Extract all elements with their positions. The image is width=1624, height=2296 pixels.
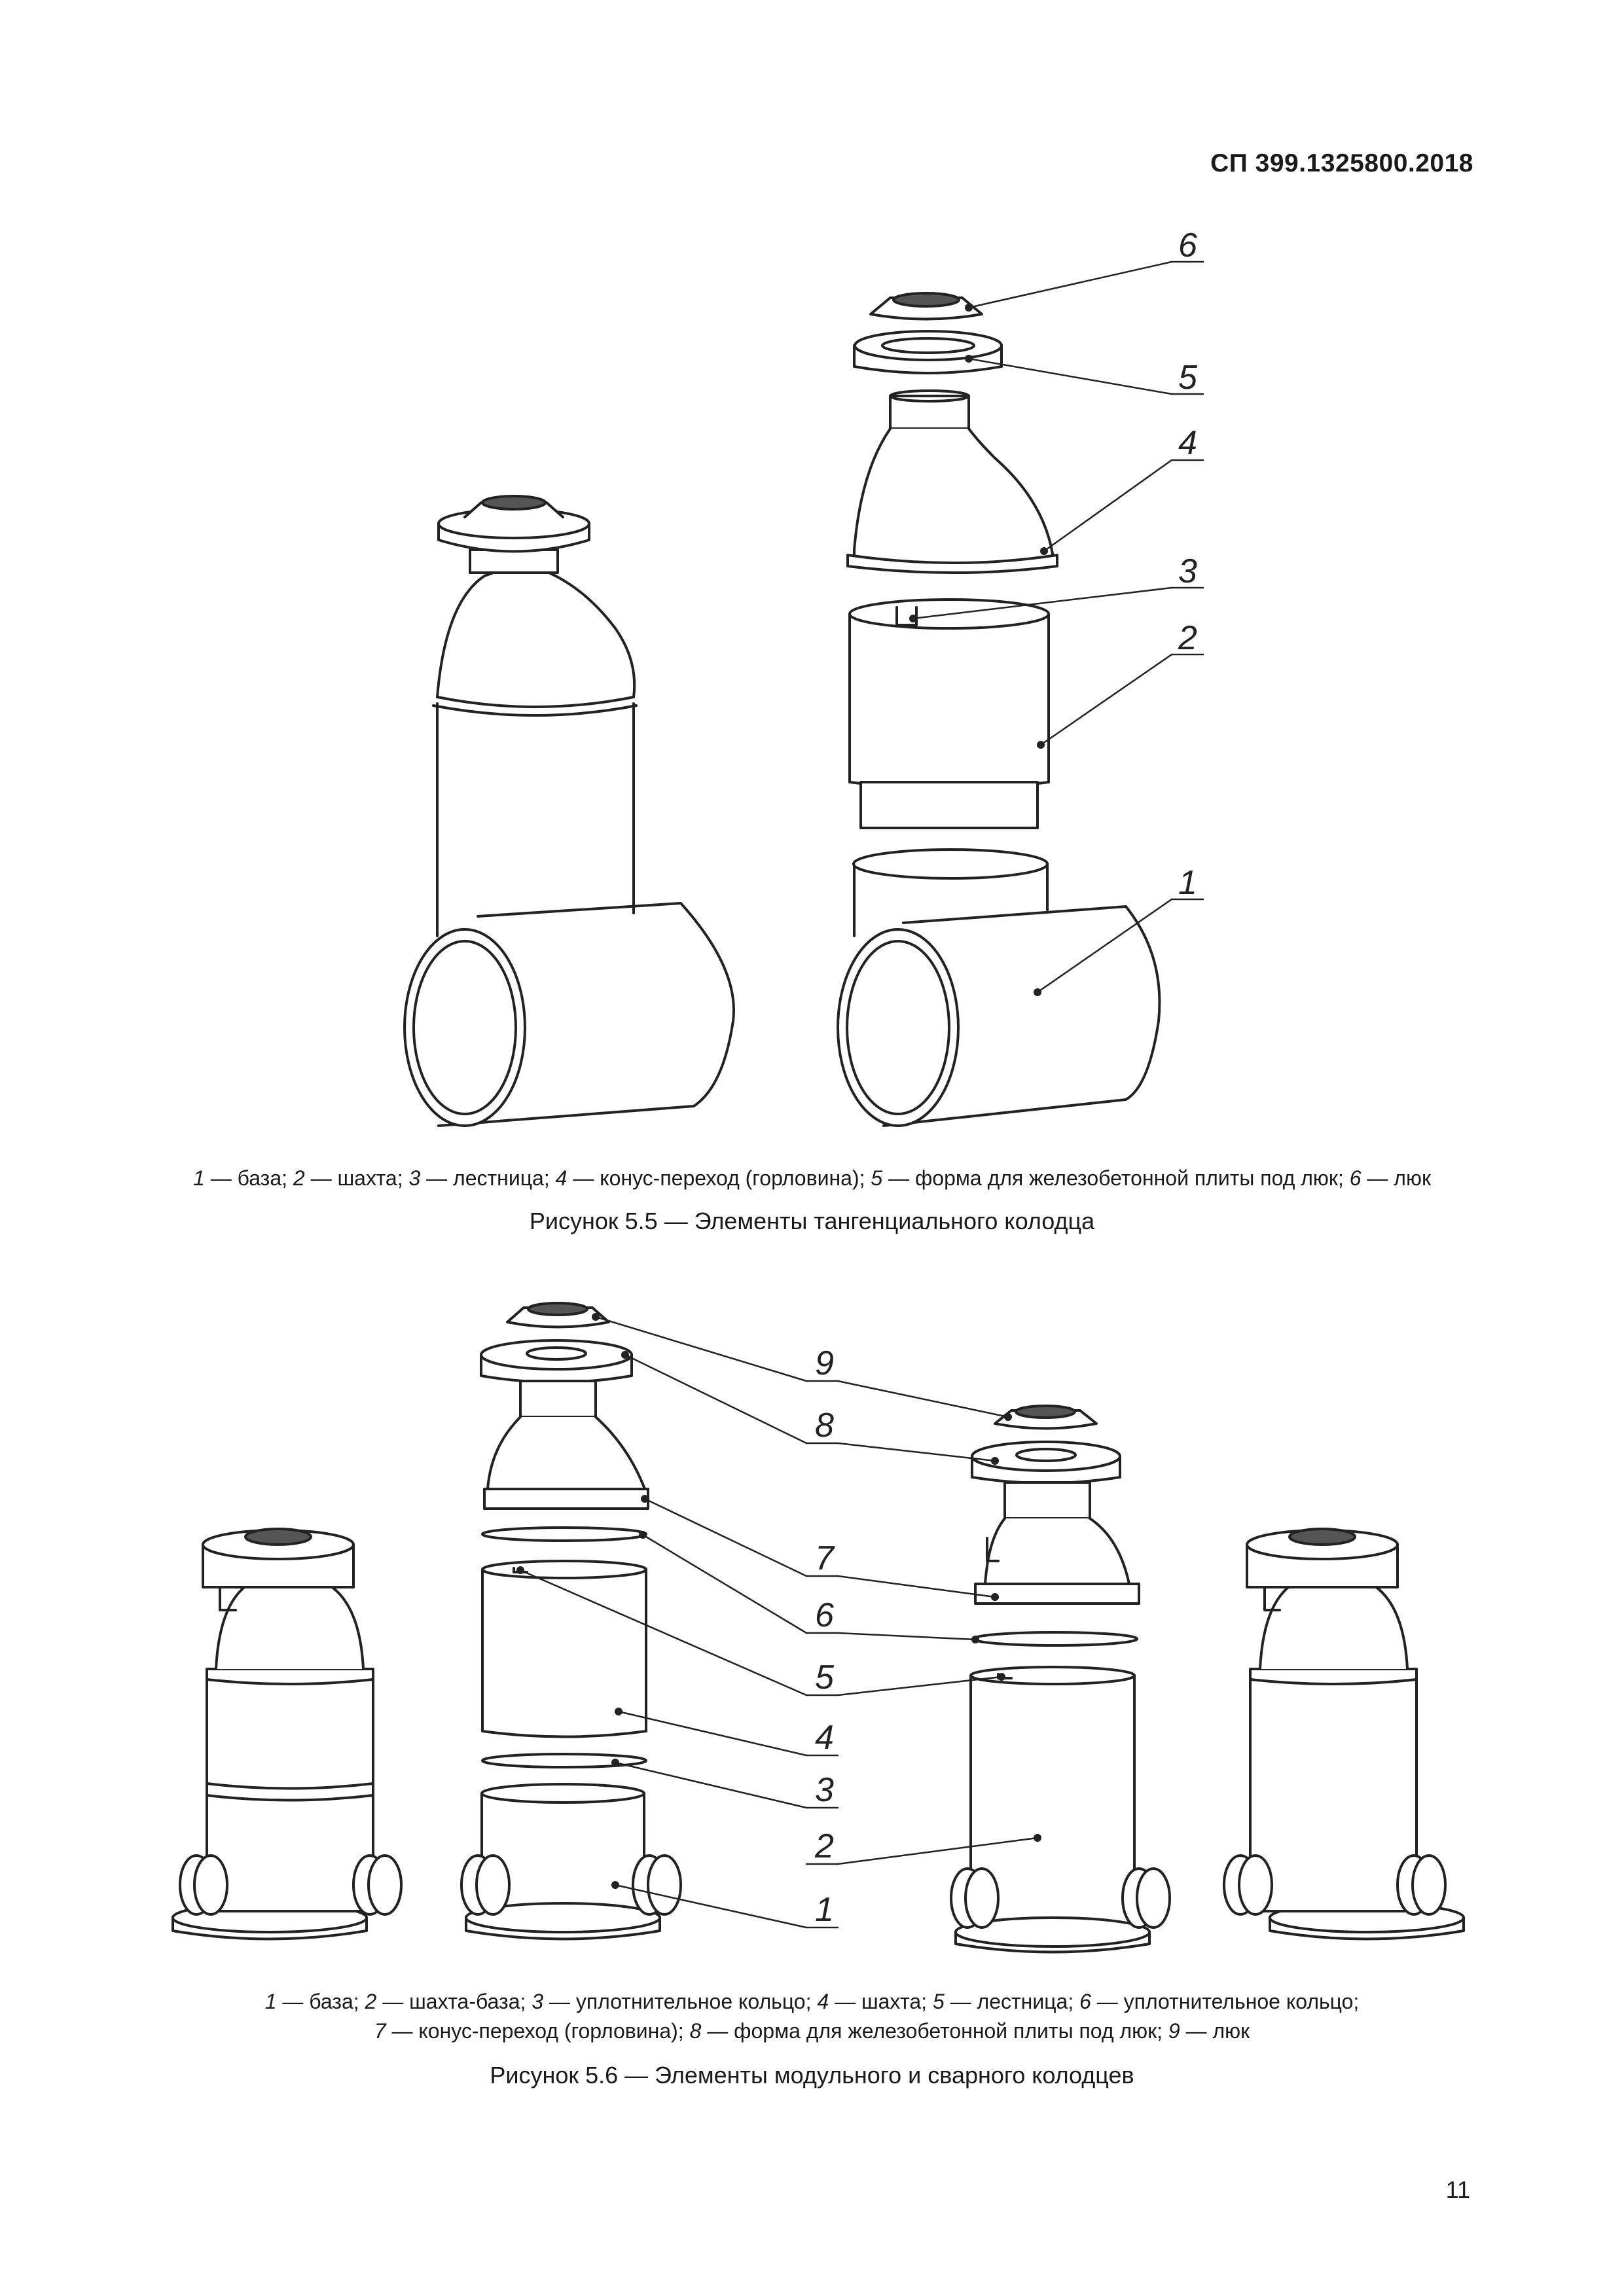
callout-4: 4: [1178, 424, 1197, 462]
figure-5-5-caption: Рисунок 5.5 — Элементы тангенциального к…: [529, 1208, 1095, 1234]
callout-1: 1: [815, 1891, 834, 1929]
figure-5-6-legend-line-1: 1 — база; 2 — шахта-база; 3 — уплотнител…: [264, 1990, 1360, 2013]
callout-7: 7: [815, 1539, 835, 1577]
callout-6: 6: [1178, 226, 1197, 264]
callout-3: 3: [815, 1771, 834, 1809]
callout-2: 2: [814, 1827, 834, 1865]
callout-5: 5: [1178, 359, 1198, 397]
callout-3: 3: [1178, 552, 1197, 590]
figure-5-5-drawing: 6 5 4 3 2 1: [403, 226, 1204, 1127]
callout-5: 5: [815, 1659, 835, 1696]
assembled-welded-well: [1223, 1528, 1465, 1941]
figure-5-6-drawing: 9 8 7 6 5 4 3 2 1: [171, 1302, 1465, 1954]
callout-2: 2: [1178, 619, 1197, 657]
assembled-tangential-well: [403, 495, 735, 1127]
callout-1: 1: [1178, 864, 1197, 902]
figure-5-6: 9 8 7 6 5 4 3 2 1 1 — база; 2 — шахта-ба…: [0, 1276, 1624, 2029]
callout-6: 6: [815, 1596, 834, 1634]
assembled-modular-well: [171, 1528, 403, 1941]
page-number: 11: [1445, 2176, 1470, 2203]
callout-4: 4: [815, 1719, 834, 1757]
callout-9: 9: [815, 1344, 834, 1382]
figure-5-6-legend-line-2: 7 — конус-переход (горловина); 8 — форма…: [374, 2019, 1250, 2043]
callout-8: 8: [815, 1407, 834, 1444]
figure-5-6-caption: Рисунок 5.6 — Элементы модульного и свар…: [490, 2062, 1134, 2089]
figure-5-5: 6 5 4 3 2 1 1 — база; 2 — шахта; 3 — лес…: [193, 226, 1431, 1234]
figure-5-5-legend: 1 — база; 2 — шахта; 3 — лестница; 4 — к…: [193, 1166, 1431, 1190]
document-code: СП 399.1325800.2018: [1210, 149, 1473, 177]
